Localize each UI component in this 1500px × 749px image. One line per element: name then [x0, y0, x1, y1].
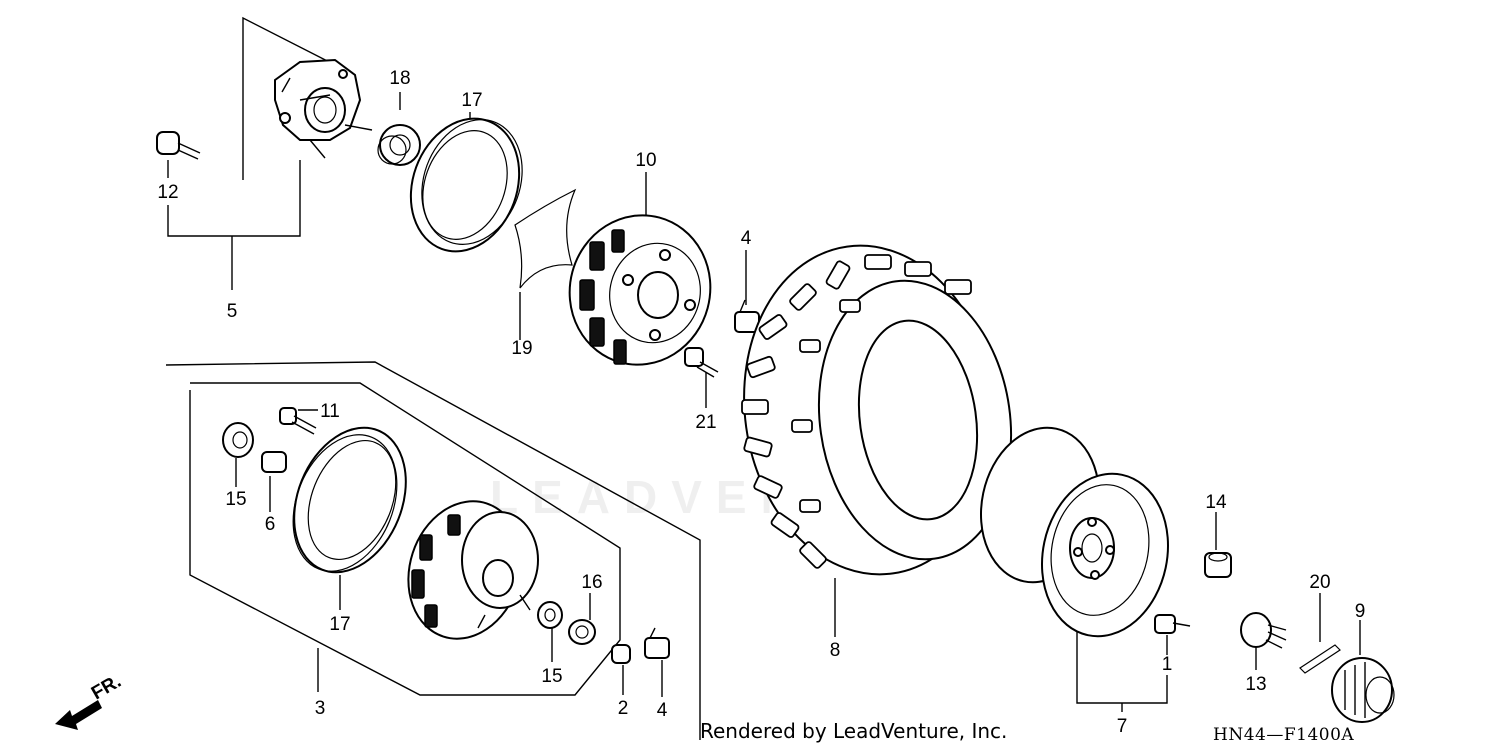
- part-16-seal: [568, 619, 596, 645]
- part-17-seal-bottom: [292, 426, 407, 574]
- part-12-bolt: [156, 131, 201, 160]
- diagram-code: HN44—F1400A: [1213, 725, 1355, 745]
- part-5-hub: [274, 58, 373, 159]
- callout-7: 7: [1117, 716, 1128, 737]
- part-17-seal-top: [409, 117, 523, 253]
- callout-6: 6: [265, 514, 276, 535]
- callout-10: 10: [635, 150, 656, 171]
- callout-11: 11: [320, 401, 340, 422]
- callout-4-bottom: 4: [657, 700, 668, 721]
- callout-17-bottom: 17: [329, 614, 350, 635]
- callout-19: 19: [511, 338, 532, 359]
- group-brackets: [165, 16, 1168, 740]
- part-3-brake-drum-assembly: [407, 500, 539, 640]
- part-21-bolt: [684, 347, 719, 378]
- callout-14: 14: [1205, 492, 1227, 513]
- part-10-brake-drum: [568, 214, 712, 366]
- callout-9: 9: [1355, 601, 1366, 622]
- part-7-wheel-rim: [979, 426, 1169, 638]
- callout-21: 21: [695, 412, 716, 433]
- part-14-nut: [1204, 552, 1232, 578]
- part-6-collar: [261, 451, 287, 473]
- part-2-collar: [611, 644, 631, 664]
- callout-12: 12: [157, 182, 178, 203]
- callout-5: 5: [227, 301, 238, 322]
- part-9-cap: [1331, 657, 1395, 723]
- part-13-castle-nut: [1240, 612, 1287, 649]
- part-15-bearing-right: [537, 601, 563, 629]
- part-1-valve: [1154, 614, 1191, 634]
- callout-20: 20: [1309, 572, 1330, 593]
- part-4-nut-bottom: [644, 627, 670, 659]
- front-arrow-label: FR.: [88, 671, 125, 704]
- callout-labels: 12 5 18 17 10 4 19 21 11 15 6 17 3 15 16…: [157, 68, 1365, 737]
- part-19-o-ring: [514, 188, 577, 291]
- part-15-bearing-left: [222, 422, 254, 458]
- part-8-tire: [741, 244, 1013, 576]
- callout-1: 1: [1162, 654, 1173, 675]
- part-20-cotter-pin: [1299, 644, 1341, 674]
- callout-4-top: 4: [741, 228, 752, 249]
- callout-15-right: 15: [541, 666, 562, 687]
- callout-16: 16: [581, 572, 602, 593]
- part-11-bolt: [279, 407, 317, 435]
- callout-2: 2: [618, 698, 629, 719]
- callout-17-top: 17: [461, 90, 482, 111]
- callout-15-left: 15: [225, 489, 246, 510]
- callout-8: 8: [830, 640, 841, 661]
- callout-18: 18: [389, 68, 410, 89]
- callout-13: 13: [1245, 674, 1266, 695]
- render-credit: Rendered by LeadVenture, Inc.: [700, 719, 1008, 743]
- part-18-bearing: [377, 124, 421, 166]
- part-4-nut-top: [734, 299, 760, 333]
- callout-3: 3: [315, 698, 326, 719]
- front-direction-arrow-icon: FR.: [55, 671, 125, 730]
